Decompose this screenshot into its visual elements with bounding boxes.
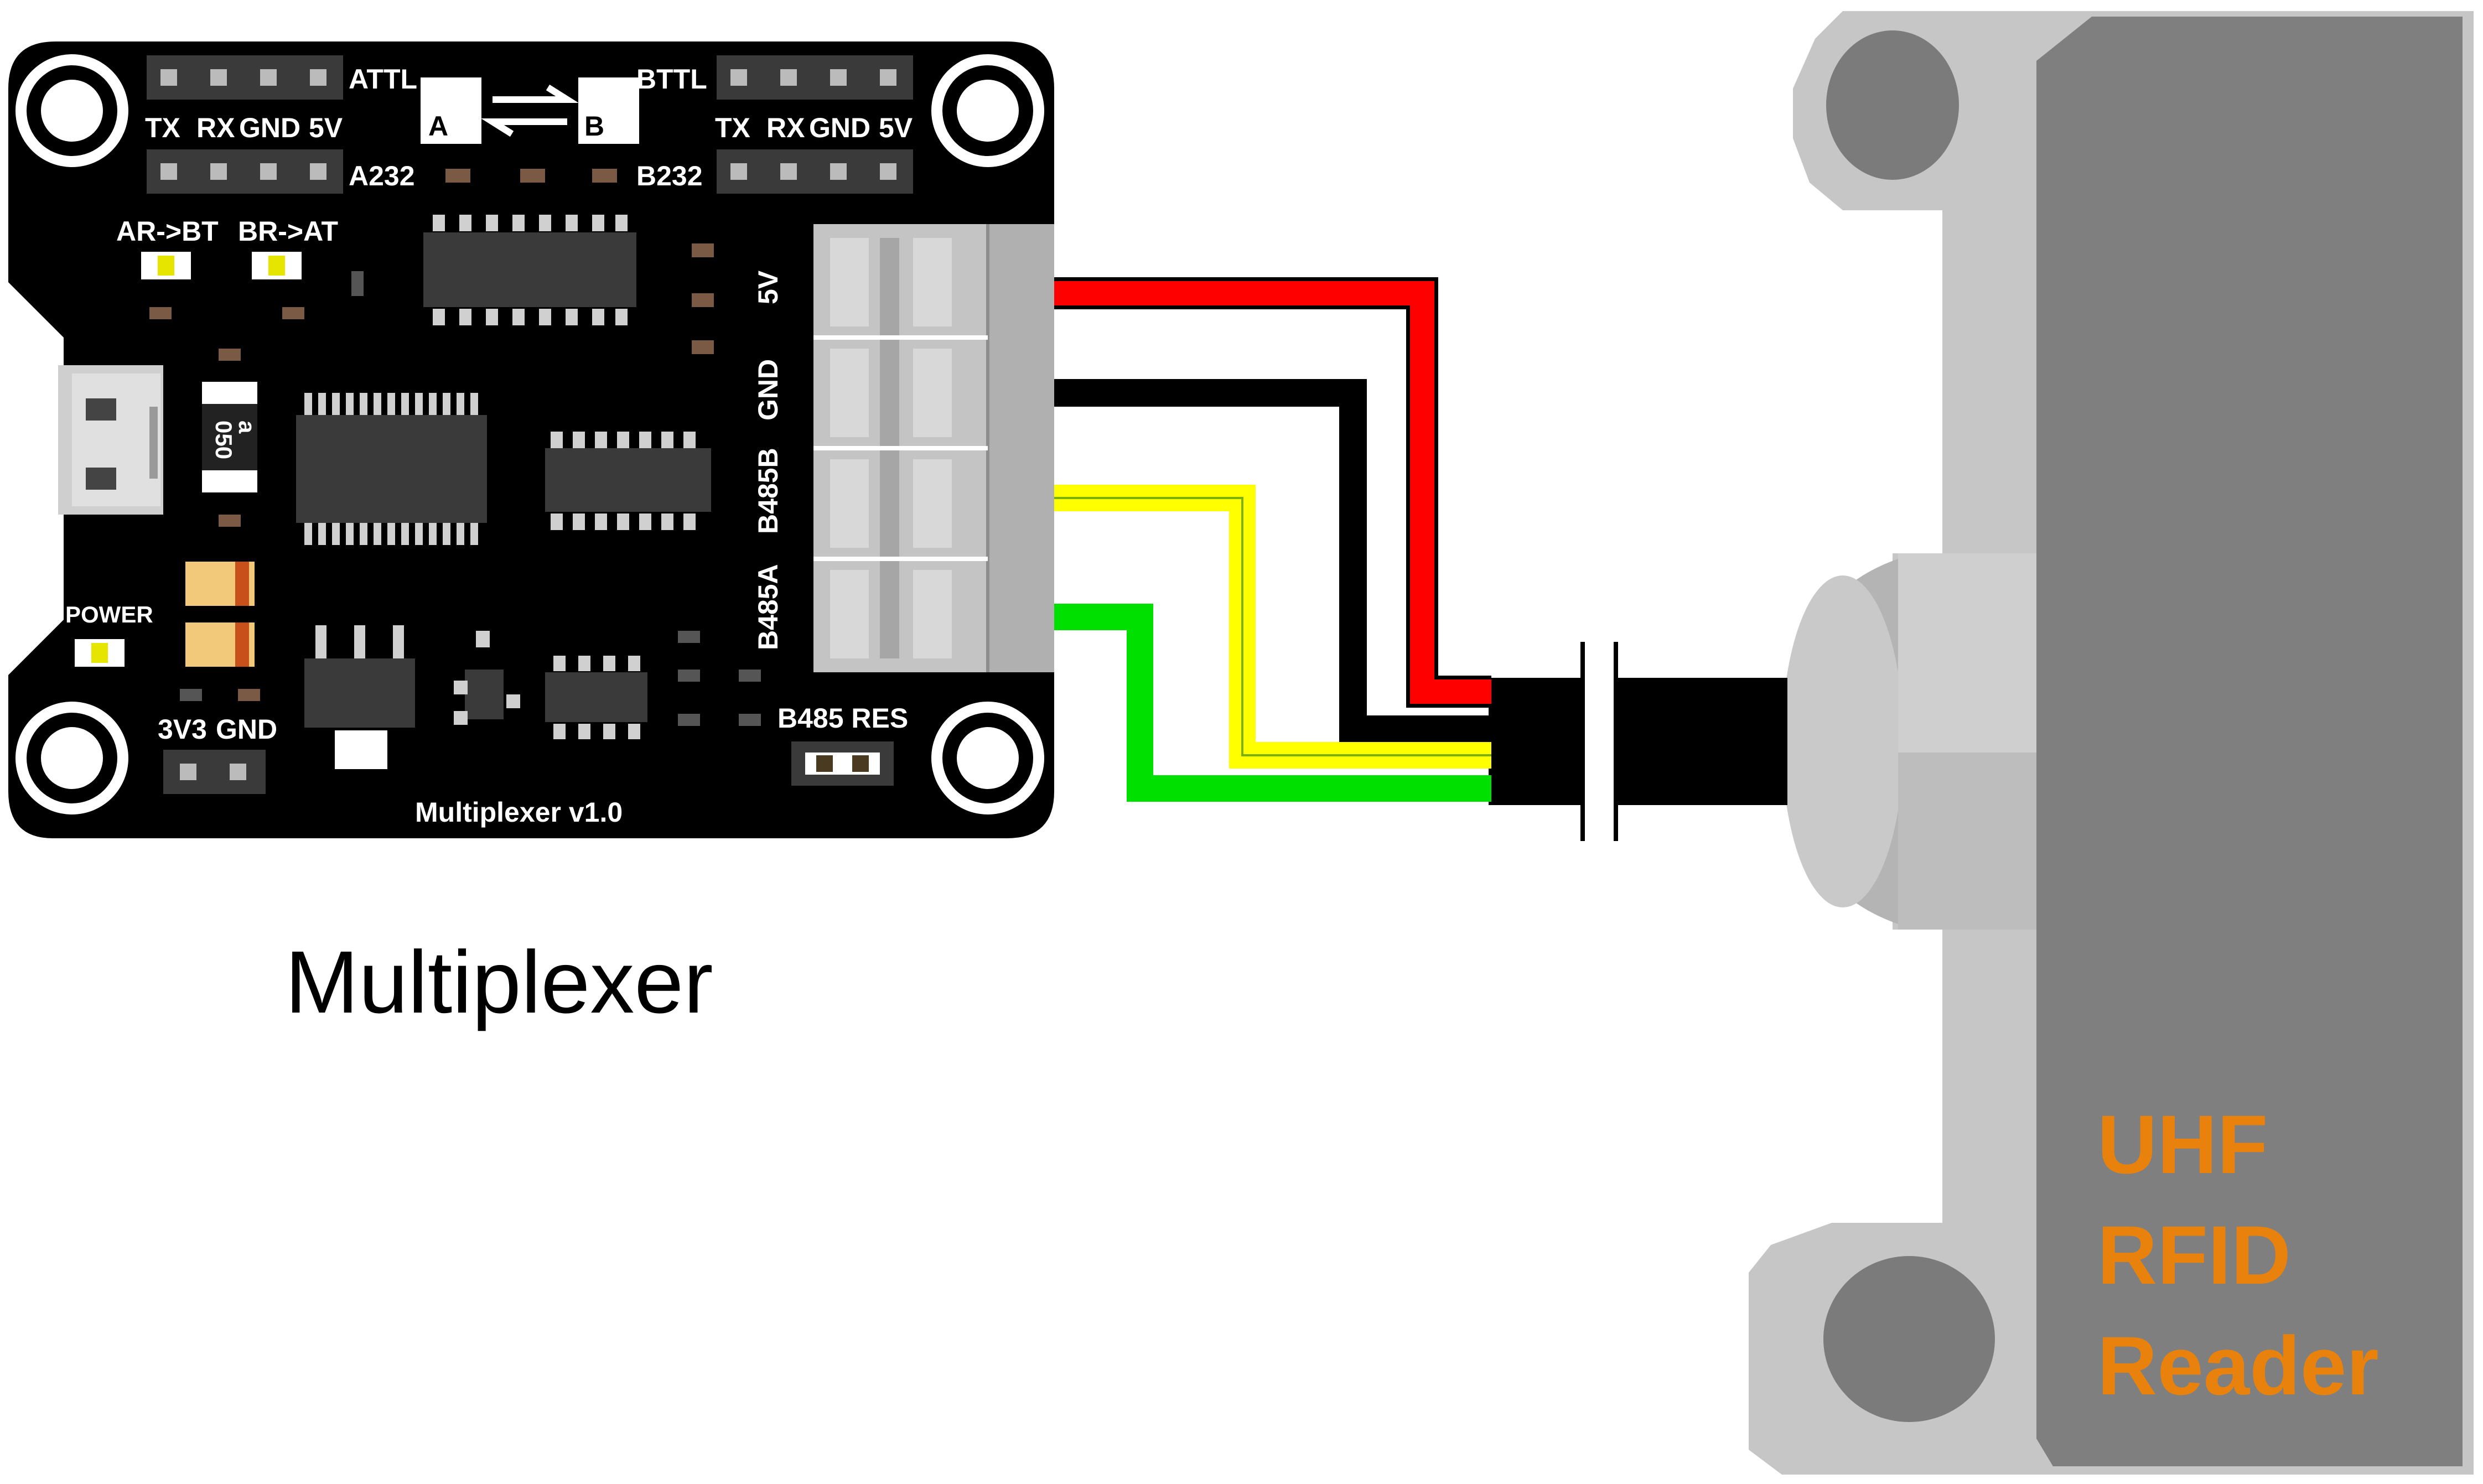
transistor [454,631,520,725]
svg-text:RX: RX [766,112,805,143]
label-gnd-power: GND [216,714,277,745]
header-bttl [717,55,913,194]
wire-gnd [1051,379,1491,743]
led-br-at [252,252,302,279]
svg-text:GND: GND [809,112,870,143]
ic-top [423,215,636,325]
svg-text:5V: 5V [309,112,343,143]
right-pin-labels: TX RX GND 5V [715,112,913,143]
jumper-b485-res [791,741,894,786]
pcb [8,41,1054,838]
svg-text:5V: 5V [879,112,913,143]
reader-label-uhf: UHF [2097,1098,2268,1191]
svg-text:RX: RX [196,112,235,143]
multiplexer-board: ATTL A232 BTTL B232 TX RX GND 5V TX RX G… [8,41,1054,838]
mount-hole-bl [15,702,128,814]
left-pin-labels: TX RX GND 5V [145,112,343,143]
led-power [75,639,125,667]
led-ar-bt [141,252,191,279]
svg-text:TX: TX [145,112,180,143]
caption-multiplexer: Multiplexer [285,932,713,1031]
svg-text:A: A [428,111,448,142]
label-a232: A232 [349,160,415,191]
terminal-block [813,224,1054,672]
reader-label-reader: Reader [2097,1319,2379,1412]
reader-front-face [2036,17,2463,1466]
mount-hole-tr [931,54,1044,167]
label-attl: ATTL [349,64,417,95]
svg-text:B485A: B485A [753,564,784,650]
label-b232: B232 [636,160,703,191]
svg-text:a050: a050 [211,421,260,459]
svg-text:GND: GND [753,359,784,421]
header-attl [147,55,343,194]
ic-bottom [545,656,647,739]
label-b485-res: B485 RES [777,703,908,734]
svg-text:5V: 5V [753,270,784,304]
board-name: Multiplexer v1.0 [415,797,623,828]
regulator [304,625,415,769]
micro-usb [58,365,163,515]
a-b-logo: A B [421,77,639,144]
svg-text:B485B: B485B [753,448,784,534]
reader-mount-hole-top [1826,30,1959,180]
svg-text:TX: TX [715,112,750,143]
label-ar-bt: AR->BT [116,216,219,247]
label-bttl: BTTL [636,64,707,95]
ic-right [545,432,711,530]
capacitor-1 [185,562,255,606]
header-power [163,750,266,794]
reader-mount-hole-bottom [1823,1256,1995,1422]
ic-main [296,393,487,545]
terminal-labels: 5V GND B485B B485A [753,270,784,650]
mount-hole-tl [15,54,128,167]
reader-cable [1489,642,1787,841]
rfid-reader: UHF RFID Reader [1749,11,2474,1475]
wires [1051,277,1491,802]
svg-text:GND: GND [239,112,300,143]
label-br-at: BR->AT [238,216,338,247]
label-power: POWER [65,601,153,627]
label-3v3: 3V3 [158,714,207,745]
mount-hole-br [931,702,1044,814]
capacitor-2 [185,622,255,667]
svg-text:B: B [584,111,604,142]
reader-label-rfid: RFID [2097,1208,2291,1301]
fuse: a050 [202,382,260,492]
cable-break-gap [1583,642,1616,841]
wire-b485a [1051,604,1491,802]
